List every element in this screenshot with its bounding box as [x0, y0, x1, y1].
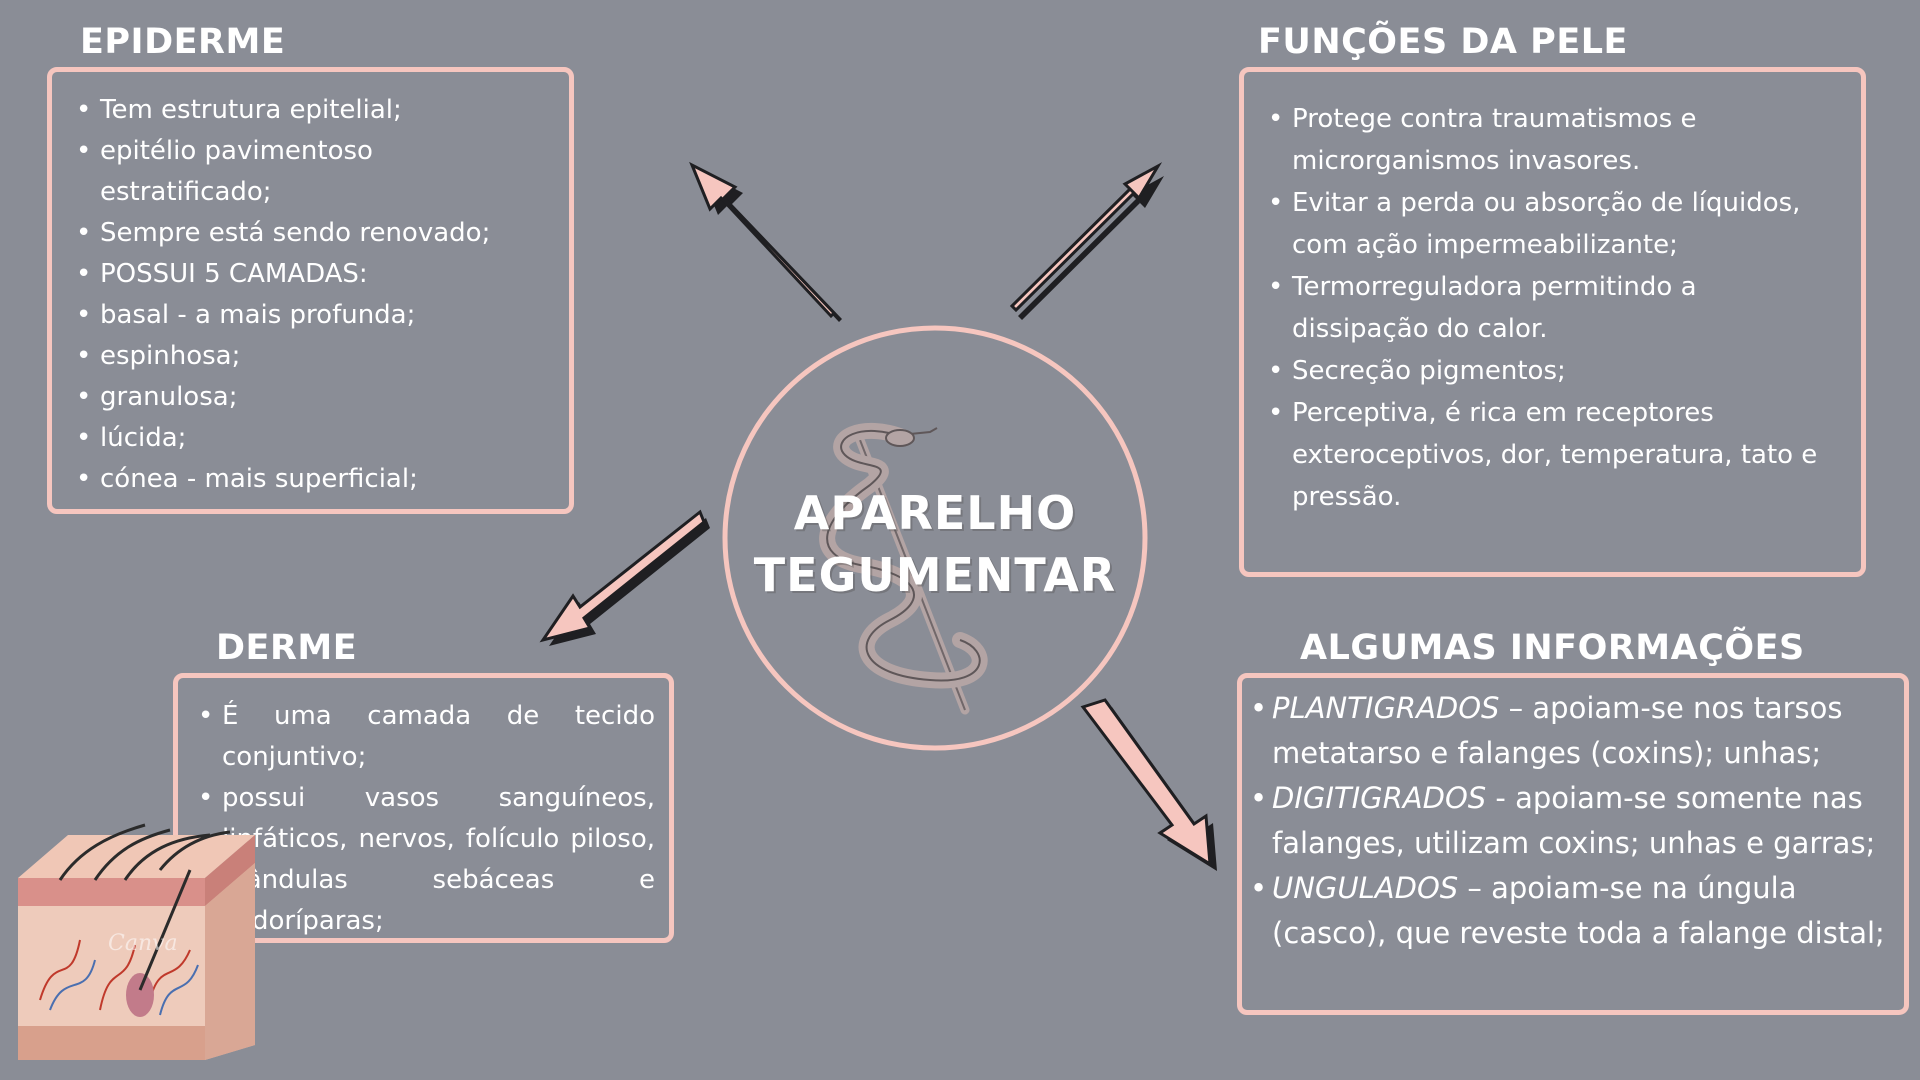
center-title-line1: APARELHO — [793, 486, 1077, 540]
list-item: POSSUI 5 CAMADAS: — [76, 254, 520, 295]
list-item: espinhosa; — [76, 336, 520, 377]
list-item: DIGITIGRADOS - apoiam-se somente nas fal… — [1250, 776, 1894, 866]
derme-list: É uma camada de tecido conjuntivo; possu… — [178, 678, 669, 942]
term-description: - apoiam-se somente nas falanges, utiliz… — [1272, 781, 1876, 860]
algumas-box: PLANTIGRADOS – apoiam-se nos tarsos meta… — [1237, 673, 1909, 1015]
list-item: Perceptiva, é rica em receptores exteroc… — [1268, 392, 1852, 518]
list-item: É uma camada de tecido conjuntivo; — [198, 696, 655, 778]
list-item: Secreção pigmentos; — [1268, 350, 1832, 392]
funcoes-list: Protege contra traumatismos e microrgani… — [1244, 72, 1861, 518]
list-item: epitélio pavimentoso estratificado; — [76, 131, 400, 213]
algumas-list: PLANTIGRADOS – apoiam-se nos tarsos meta… — [1242, 678, 1904, 956]
term-label: DIGITIGRADOS — [1272, 781, 1487, 815]
term-description: – apoiam-se nos tarsos metatarso e falan… — [1272, 691, 1843, 770]
list-item: possui vasos sanguíneos, linfáticos, ner… — [198, 778, 655, 942]
watermark-text: Canva — [108, 931, 178, 956]
list-item: Termorreguladora permitindo a dissipação… — [1268, 266, 1812, 350]
algumas-title: ALGUMAS INFORMAÇÕES — [1300, 628, 1805, 668]
arrow-to-funcoes — [1009, 162, 1164, 320]
center-title: APARELHO TEGUMENTAR — [720, 482, 1150, 606]
list-item: PLANTIGRADOS – apoiam-se nos tarsos meta… — [1250, 686, 1894, 776]
term-label: UNGULADOS — [1272, 871, 1459, 905]
arrow-to-algumas — [1080, 698, 1217, 871]
term-label: PLANTIGRADOS — [1272, 691, 1500, 725]
list-item: UNGULADOS – apoiam-se na úngula (casco),… — [1250, 866, 1894, 956]
arrow-to-epiderme — [689, 161, 842, 322]
epiderme-title: EPIDERME — [80, 22, 286, 62]
list-item: Evitar a perda ou absorção de líquidos, … — [1268, 182, 1852, 266]
term-description: – apoiam-se na úngula (casco), que reves… — [1272, 871, 1885, 950]
list-item: Tem estrutura epitelial; — [76, 90, 480, 131]
list-item: basal - a mais profunda; — [76, 295, 520, 336]
list-item: cónea - mais superficial; — [76, 459, 520, 500]
arrow-to-derme — [539, 509, 710, 646]
epiderme-list: Tem estrutura epitelial; epitélio pavime… — [52, 72, 569, 500]
derme-title: DERME — [216, 628, 358, 668]
funcoes-box: Protege contra traumatismos e microrgani… — [1239, 67, 1866, 577]
derme-box: É uma camada de tecido conjuntivo; possu… — [173, 673, 674, 943]
list-item: Sempre está sendo renovado; — [76, 213, 520, 254]
list-item: lúcida; — [76, 418, 520, 459]
epiderme-box: Tem estrutura epitelial; epitélio pavime… — [47, 67, 574, 514]
center-title-line2: TEGUMENTAR — [753, 548, 1117, 602]
list-item: Protege contra traumatismos e microrgani… — [1268, 98, 1832, 182]
list-item: granulosa; — [76, 377, 520, 418]
funcoes-title: FUNÇÕES DA PELE — [1258, 22, 1628, 62]
